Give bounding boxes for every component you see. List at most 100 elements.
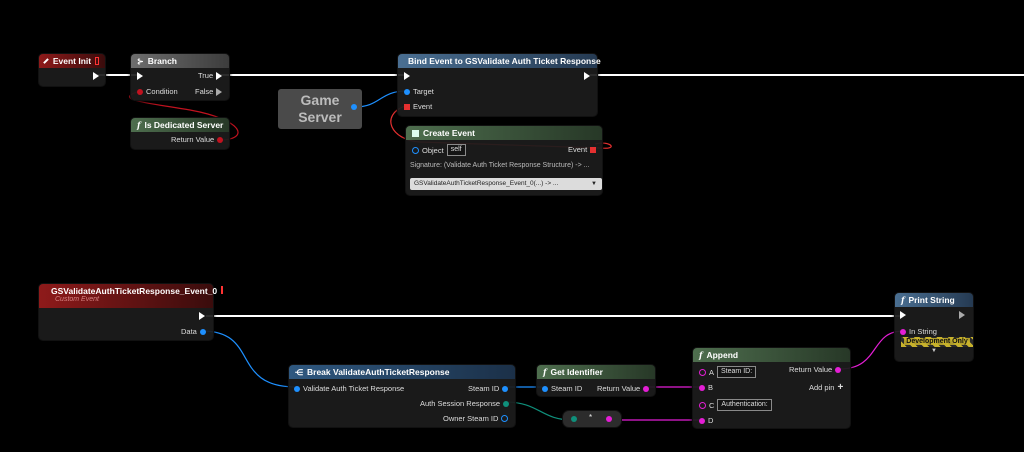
exec-pin-icon[interactable] <box>199 312 205 320</box>
create-event-header[interactable]: Create Event <box>406 126 602 140</box>
object-pin-icon[interactable] <box>404 88 410 95</box>
custom-event-node[interactable]: GSValidateAuthTicketResponse_Event_0 Cus… <box>38 283 224 341</box>
branch-header[interactable]: ⊱ Branch <box>131 54 229 68</box>
print-string-header[interactable]: f Print String <box>895 293 973 307</box>
create-event-object-pin[interactable]: Object self <box>412 144 466 156</box>
print-string-exec-out[interactable] <box>959 311 965 319</box>
bool-pin-icon[interactable] <box>137 88 143 95</box>
exec-pin-icon[interactable] <box>900 311 906 319</box>
print-string-node[interactable]: f Print String In String Development Onl… <box>894 292 974 362</box>
event-init-node[interactable]: Event Init <box>38 53 106 87</box>
branch-node[interactable]: ⊱ Branch True Condition False <box>130 53 230 101</box>
string-pin-icon[interactable] <box>835 366 842 373</box>
create-event-event-pin[interactable]: Event <box>568 145 597 154</box>
string-pin-icon[interactable] <box>606 416 612 422</box>
is-dedicated-server-node[interactable]: f Is Dedicated Server Return Value <box>130 117 230 150</box>
object-self-field[interactable]: self <box>446 144 466 156</box>
false-label: False <box>195 87 214 96</box>
string-pin-icon[interactable] <box>643 385 650 392</box>
object-pin-icon[interactable] <box>351 104 357 110</box>
get-identifier-node[interactable]: f Get Identifier Steam ID Return Value <box>536 364 656 397</box>
append-a-pin[interactable]: A Steam ID: <box>699 366 757 378</box>
branch-false-pin[interactable]: False <box>195 87 223 96</box>
expand-arrow-icon[interactable]: ▼ <box>931 348 937 354</box>
bind-event-header[interactable]: Bind Event to GSValidate Auth Ticket Res… <box>398 54 601 68</box>
get-identifier-steam-id-pin[interactable]: Steam ID <box>542 384 582 393</box>
function-select-value: GSValidateAuthTicketResponse_Event_0(...… <box>414 180 559 187</box>
create-event-signature: Signature: (Validate Auth Ticket Respons… <box>410 162 590 169</box>
add-pin-button[interactable]: Add pin + <box>809 382 843 393</box>
development-only-banner: Development Only <box>901 337 973 347</box>
append-b-pin[interactable]: B <box>699 383 713 392</box>
steam-id-in-label: Steam ID <box>551 384 583 393</box>
append-c-pin[interactable]: C Authentication: <box>699 399 772 411</box>
branch-icon: ⊱ <box>137 56 144 66</box>
custom-event-data-pin[interactable]: Data <box>181 327 206 336</box>
bool-pin-icon[interactable] <box>217 136 224 143</box>
is-dedicated-return-pin[interactable]: Return Value <box>171 135 224 144</box>
delegate-pin-icon[interactable] <box>404 103 410 110</box>
break-struct-input-pin[interactable]: Validate Auth Ticket Response <box>294 384 404 393</box>
input-label: Validate Auth Ticket Response <box>303 384 405 393</box>
string-pin-icon[interactable] <box>699 384 705 391</box>
event-init-exec-out[interactable] <box>93 72 99 80</box>
struct-pin-icon[interactable] <box>501 415 509 422</box>
bind-event-event-pin[interactable]: Event <box>404 102 432 111</box>
string-pin-icon[interactable] <box>699 401 706 409</box>
exec-pin-icon[interactable] <box>216 71 223 80</box>
create-event-node[interactable]: Create Event Object self Event Signature… <box>405 125 603 196</box>
exec-pin-hollow-icon[interactable] <box>959 311 965 319</box>
custom-event-header[interactable]: GSValidateAuthTicketResponse_Event_0 Cus… <box>39 284 224 308</box>
print-string-in-string-pin[interactable]: In String <box>900 327 937 336</box>
break-struct-header[interactable]: ⋲ Break ValidateAuthTicketResponse <box>289 365 515 379</box>
branch-exec-in[interactable] <box>137 72 143 80</box>
custom-event-exec-out[interactable] <box>199 312 205 320</box>
event-init-header[interactable]: Event Init <box>39 54 105 68</box>
append-header[interactable]: f Append <box>693 348 850 362</box>
game-server-out-pin[interactable] <box>351 104 357 110</box>
print-string-exec-in[interactable] <box>900 311 906 319</box>
bind-event-exec-in[interactable] <box>404 72 410 80</box>
game-server-comment[interactable]: Game Server <box>278 89 362 129</box>
break-struct-auth-pin[interactable]: Auth Session Response <box>420 399 510 408</box>
struct-pin-icon[interactable] <box>294 385 300 392</box>
delegate-pin-icon[interactable] <box>590 146 597 153</box>
function-select-dropdown[interactable]: GSValidateAuthTicketResponse_Event_0(...… <box>410 178 602 190</box>
exec-pin-icon[interactable] <box>584 72 590 80</box>
exec-pin-hollow-icon[interactable] <box>216 87 223 96</box>
struct-pin-icon[interactable] <box>542 385 548 392</box>
exec-pin-icon[interactable] <box>404 72 410 80</box>
exec-pin-icon[interactable] <box>137 72 143 80</box>
get-identifier-header[interactable]: f Get Identifier <box>537 365 655 379</box>
append-a-field[interactable]: Steam ID: <box>717 366 757 378</box>
string-pin-icon[interactable] <box>900 328 906 335</box>
bind-event-exec-out[interactable] <box>584 72 590 80</box>
conversion-node[interactable]: * <box>562 410 622 428</box>
enum-pin-icon[interactable] <box>571 416 577 422</box>
get-identifier-return-pin[interactable]: Return Value <box>597 384 650 393</box>
is-dedicated-header[interactable]: f Is Dedicated Server <box>131 118 229 132</box>
branch-true-pin[interactable]: True <box>198 71 223 80</box>
append-return-pin[interactable]: Return Value <box>789 365 842 374</box>
break-struct-node[interactable]: ⋲ Break ValidateAuthTicketResponse Valid… <box>288 364 516 428</box>
auth-session-label: Auth Session Response <box>420 399 501 408</box>
exec-pin-icon[interactable] <box>93 72 99 80</box>
append-node[interactable]: f Append A Steam ID: Return Value B Add … <box>692 347 851 429</box>
delegate-pin-icon[interactable] <box>95 57 99 65</box>
struct-pin-icon[interactable] <box>502 385 509 392</box>
bind-event-target-pin[interactable]: Target <box>404 87 434 96</box>
create-event-title: Create Event <box>423 128 475 138</box>
append-d-pin[interactable]: D <box>699 416 713 425</box>
bind-event-node[interactable]: Bind Event to GSValidate Auth Ticket Res… <box>397 53 601 117</box>
enum-pin-icon[interactable] <box>503 400 510 407</box>
return-value-label: Return Value <box>597 384 641 393</box>
string-pin-icon[interactable] <box>699 368 706 376</box>
break-struct-steam-id-pin[interactable]: Steam ID <box>468 384 509 393</box>
string-pin-icon[interactable] <box>699 417 705 424</box>
delegate-pin-icon[interactable] <box>221 286 224 294</box>
branch-condition-pin[interactable]: Condition <box>137 87 178 96</box>
append-c-field[interactable]: Authentication: <box>717 399 772 411</box>
struct-pin-icon[interactable] <box>199 328 206 335</box>
break-struct-owner-pin[interactable]: Owner Steam ID <box>443 414 509 423</box>
object-pin-icon[interactable] <box>412 146 419 154</box>
